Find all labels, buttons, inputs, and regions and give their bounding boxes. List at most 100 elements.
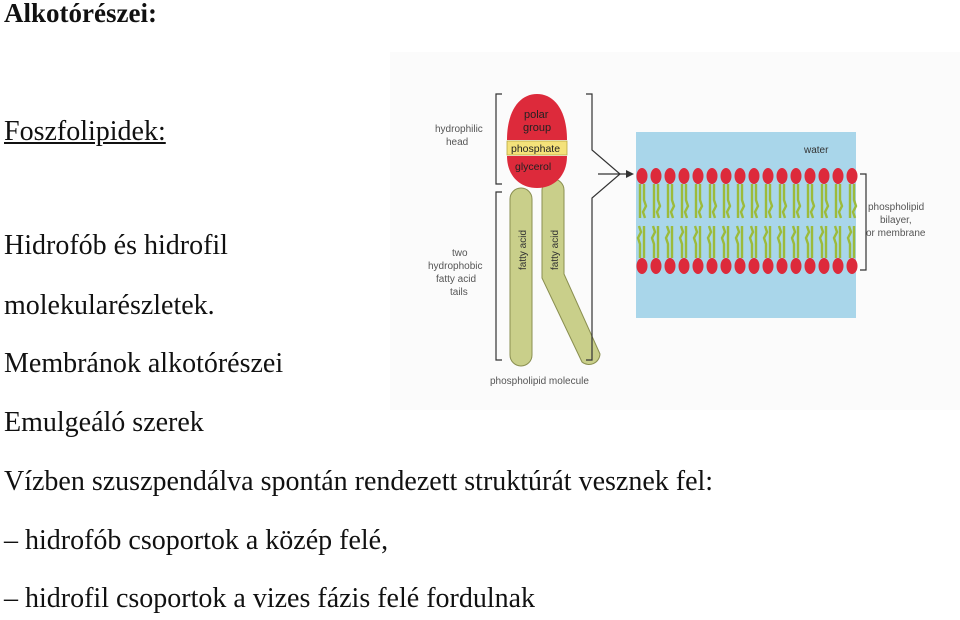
bilayer-head-bottom <box>846 258 858 274</box>
bilayer-head-top <box>748 168 760 184</box>
bilayer-head-bottom <box>776 258 788 274</box>
bilayer-label-line3: or membrane <box>866 228 926 239</box>
phosphate-band <box>506 140 568 156</box>
bilayer-tail-top <box>851 184 858 219</box>
tail-bracket <box>495 191 502 361</box>
bilayer-tails <box>636 184 858 258</box>
bilayer-tail-top <box>683 184 690 219</box>
bilayer-tail-top <box>669 184 676 219</box>
bilayer-label: phospholipid bilayer, or membrane <box>866 202 926 239</box>
bilayer-tail-bottom <box>720 225 727 258</box>
bilayer-tail-bottom <box>664 225 671 258</box>
bilayer-head-bottom <box>664 258 676 274</box>
fatty-acid-right-label: fatty acid <box>550 230 561 270</box>
bilayer-head-top <box>706 168 718 184</box>
bilayer-head-bottom <box>804 258 816 274</box>
bilayer-tail-top <box>795 184 802 219</box>
phospholipid-figure: hydrophilic head two hydrophobic fatty a… <box>390 52 960 410</box>
bilayer-tail-top <box>809 184 816 219</box>
tails-label-line3: fatty acid <box>436 274 476 285</box>
bilayer-head-bottom <box>832 258 844 274</box>
bilayer-tail-bottom <box>818 225 825 258</box>
bilayer-label-line1: phospholipid <box>868 202 924 213</box>
tails-label-line1: two <box>452 248 468 259</box>
bilayer-tail-top <box>725 184 732 219</box>
bilayer-tail-bottom <box>636 225 643 258</box>
bilayer-head-bottom <box>636 258 648 274</box>
bilayer-head-top <box>762 168 774 184</box>
title: Alkotórészei: <box>4 0 157 28</box>
tails-label-line2: hydrophobic <box>428 261 482 272</box>
bilayer-head-top <box>832 168 844 184</box>
bilayer-bracket <box>860 173 867 271</box>
polar-label-line1: polar <box>524 109 549 121</box>
bilayer-tail-bottom <box>832 225 839 258</box>
tails-label-line4: tails <box>450 287 468 298</box>
bilayer-tail-top <box>837 184 844 219</box>
bilayer-heads <box>636 168 858 274</box>
dash-item-hydrophobic: – hidrofób csoportok a közép felé, <box>4 525 389 556</box>
hydrophobic-tails-label: two hydrophobic fatty acid tails <box>428 248 482 298</box>
bilayer-tail-top <box>739 184 746 219</box>
water-region <box>636 132 856 318</box>
hydrophilic-label-line1: hydrophilic <box>435 124 483 135</box>
bilayer-head-top <box>678 168 690 184</box>
bilayer-tail-bottom <box>692 225 699 258</box>
bilayer-head-top <box>720 168 732 184</box>
phosphate-label: phosphate <box>511 143 560 155</box>
bilayer-head-top <box>818 168 830 184</box>
bilayer-label-line2: bilayer, <box>880 215 912 226</box>
dash-item-hydrophilic: – hidrofil csoportok a vizes fázis felé … <box>4 583 536 614</box>
bilayer-tail-bottom <box>846 225 853 258</box>
glycerol-label: glycerol <box>515 161 551 173</box>
water-label: water <box>803 145 829 156</box>
bilayer-panel: water <box>636 132 858 318</box>
bilayer-tail-top <box>753 184 760 219</box>
connector-arrowhead <box>626 170 634 178</box>
bilayer-tail-bottom <box>734 225 741 258</box>
bilayer-head-bottom <box>706 258 718 274</box>
bilayer-head-top <box>846 168 858 184</box>
subtitle: Foszfolipidek: <box>4 116 166 147</box>
left-fatty-acid-tail <box>509 187 533 367</box>
bilayer-head-top <box>776 168 788 184</box>
bilayer-tail-top <box>641 184 648 219</box>
bilayer-head-bottom <box>650 258 662 274</box>
bilayer-tail-bottom <box>762 225 769 258</box>
hydrophilic-label-line2: head <box>446 137 468 148</box>
description-text: Vízben szuszpendálva spontán rendezett s… <box>4 466 714 497</box>
bilayer-head-bottom <box>748 258 760 274</box>
bilayer-head-bottom <box>734 258 746 274</box>
bilayer-tail-top <box>655 184 662 219</box>
molecule-head: polar group phosphate glycerol <box>506 94 568 188</box>
bilayer-tail-top <box>711 184 718 219</box>
bilayer-head-top <box>734 168 746 184</box>
bilayer-head-bottom <box>790 258 802 274</box>
polar-label-line2: group <box>523 122 551 134</box>
bilayer-head-bottom <box>720 258 732 274</box>
bilayer-head-top <box>790 168 802 184</box>
bilayer-head-bottom <box>762 258 774 274</box>
bullet-membrane-components: Membránok alkotórészei <box>4 348 284 379</box>
bilayer-tail-bottom <box>650 225 657 258</box>
bilayer-head-top <box>650 168 662 184</box>
bilayer-tail-bottom <box>790 225 797 258</box>
bilayer-tail-top <box>767 184 774 219</box>
bilayer-tail-bottom <box>804 225 811 258</box>
fatty-acid-left-label: fatty acid <box>518 230 529 270</box>
bilayer-tail-bottom <box>706 225 713 258</box>
bilayer-head-top <box>636 168 648 184</box>
bilayer-head-bottom <box>678 258 690 274</box>
bilayer-head-top <box>692 168 704 184</box>
bullet-hydrophobic-hydrophilic: Hidrofób és hidrofil <box>4 230 228 261</box>
bilayer-head-top <box>804 168 816 184</box>
bilayer-tail-bottom <box>678 225 685 258</box>
bilayer-head-top <box>664 168 676 184</box>
bilayer-head-bottom <box>818 258 830 274</box>
bullet-emulsifiers: Emulgeáló szerek <box>4 407 204 438</box>
bilayer-head-bottom <box>692 258 704 274</box>
bilayer-tail-bottom <box>748 225 755 258</box>
bilayer-tail-top <box>781 184 788 219</box>
head-bracket <box>495 93 502 185</box>
hydrophilic-head-label: hydrophilic head <box>435 124 483 148</box>
